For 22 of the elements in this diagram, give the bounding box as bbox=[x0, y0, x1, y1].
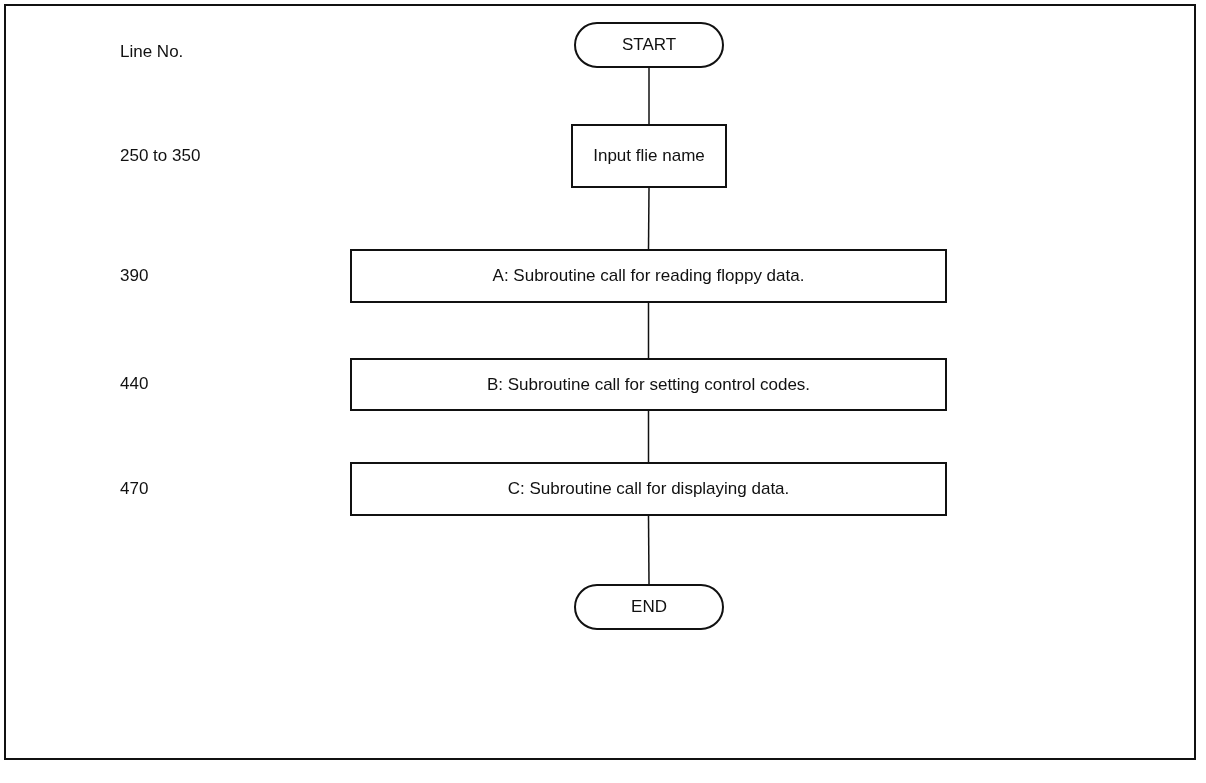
connector-line bbox=[647, 302, 650, 359]
node-text: A: Subroutine call for reading floppy data. bbox=[492, 266, 805, 286]
terminal-shape bbox=[574, 22, 724, 68]
connector-line bbox=[647, 515, 650, 585]
process-box bbox=[350, 462, 947, 516]
connector-line bbox=[647, 410, 650, 463]
line-number: 440 bbox=[120, 374, 149, 394]
node-text: B: Subroutine call for setting control codes. bbox=[486, 374, 811, 395]
connector-line bbox=[648, 67, 650, 125]
line-number: 250 to 350 bbox=[120, 146, 201, 166]
process-box bbox=[350, 249, 947, 303]
node-text: C: Subroutine call for displaying data. bbox=[507, 479, 790, 499]
line-number: 470 bbox=[120, 479, 149, 499]
terminal-shape bbox=[574, 584, 724, 630]
process-box bbox=[350, 358, 947, 411]
line-number: 390 bbox=[120, 266, 149, 286]
node-text: END bbox=[631, 597, 667, 617]
connector-line bbox=[647, 187, 650, 250]
column-heading: Line No. bbox=[120, 42, 184, 62]
node-text: START bbox=[621, 35, 677, 55]
node-text: Input flie name bbox=[593, 146, 705, 166]
process-box bbox=[571, 124, 727, 188]
